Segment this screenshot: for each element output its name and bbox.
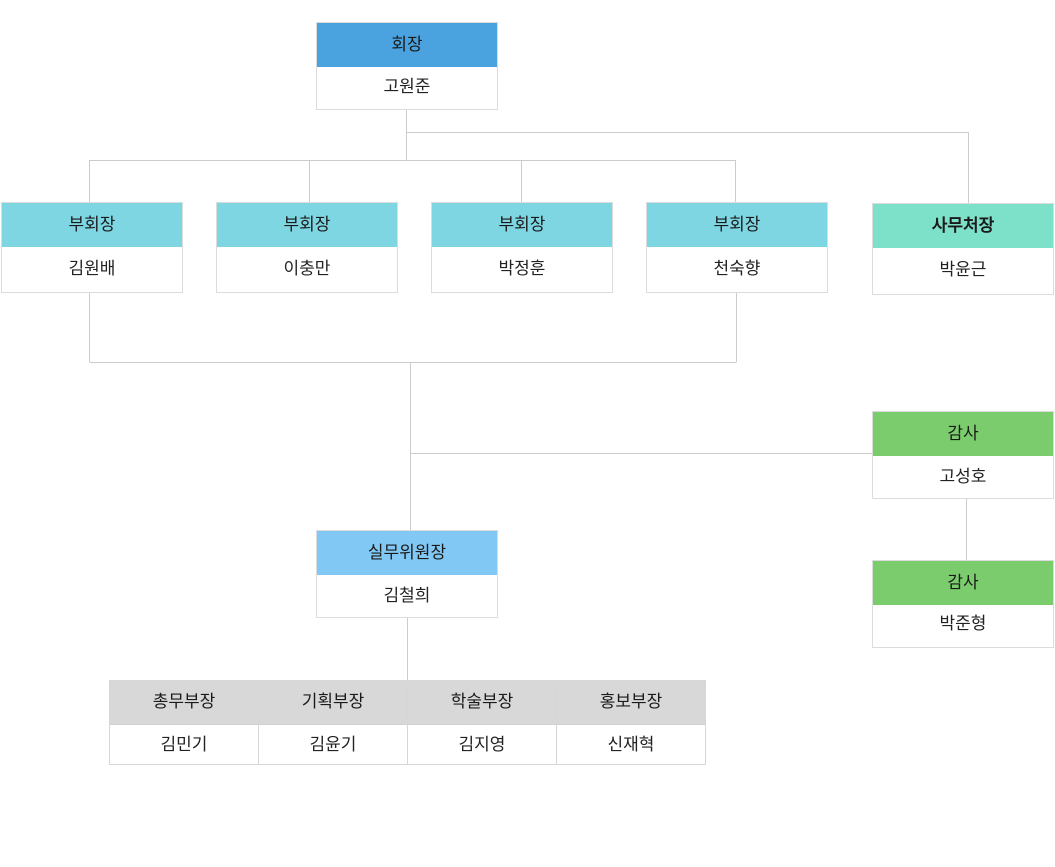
working-chair-box: 실무위원장 김철희 xyxy=(316,530,498,618)
person-name: 박윤근 xyxy=(939,260,987,280)
role-label: 사무처장 xyxy=(873,204,1053,248)
role-label: 감사 xyxy=(873,412,1053,456)
role-label: 실무위원장 xyxy=(317,531,497,575)
person-name: 이충만 xyxy=(283,259,331,279)
person-name: 박준형 xyxy=(939,614,987,634)
person-name: 천숙향 xyxy=(713,259,761,279)
department-cell: 학술부장 김지영 xyxy=(408,681,557,764)
department-cell: 홍보부장 신재혁 xyxy=(557,681,705,764)
role-label: 학술부장 xyxy=(408,681,556,725)
person-name: 김민기 xyxy=(160,735,208,755)
vice-chair-box: 부회장 박정훈 xyxy=(431,202,613,293)
person-name: 김원배 xyxy=(68,259,116,279)
person-name: 신재혁 xyxy=(607,735,655,755)
vice-chair-box: 부회장 김원배 xyxy=(1,202,183,293)
vice-chair-box: 부회장 천숙향 xyxy=(646,202,828,293)
auditor-box: 감사 박준형 xyxy=(872,560,1054,648)
role-label: 부회장 xyxy=(647,203,827,247)
person-name: 고성호 xyxy=(939,467,987,487)
role-label: 부회장 xyxy=(2,203,182,247)
role-label: 부회장 xyxy=(432,203,612,247)
role-label: 부회장 xyxy=(217,203,397,247)
person-name: 고원준 xyxy=(383,77,431,97)
person-name: 김지영 xyxy=(458,735,506,755)
department-cell: 기획부장 김윤기 xyxy=(259,681,408,764)
secretary-general-box: 사무처장 박윤근 xyxy=(872,203,1054,295)
role-label: 기획부장 xyxy=(259,681,407,725)
department-table: 총무부장 김민기 기획부장 김윤기 학술부장 김지영 홍보부장 신재혁 xyxy=(109,680,706,765)
role-label: 감사 xyxy=(873,561,1053,605)
department-cell: 총무부장 김민기 xyxy=(110,681,259,764)
auditor-box: 감사 고성호 xyxy=(872,411,1054,499)
person-name: 박정훈 xyxy=(498,259,546,279)
role-label: 총무부장 xyxy=(110,681,258,725)
role-label: 회장 xyxy=(317,23,497,67)
person-name: 김윤기 xyxy=(309,735,357,755)
person-name: 김철희 xyxy=(383,586,431,606)
role-label: 홍보부장 xyxy=(557,681,705,725)
chairman-box: 회장 고원준 xyxy=(316,22,498,110)
vice-chair-box: 부회장 이충만 xyxy=(216,202,398,293)
